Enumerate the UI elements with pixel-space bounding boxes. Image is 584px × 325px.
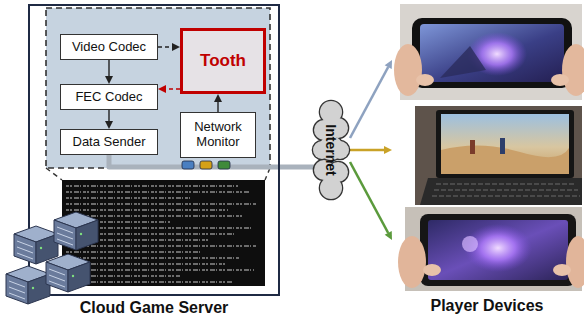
connector (105, 110, 113, 129)
connector-line (350, 162, 388, 233)
process-box: Data Sender (60, 129, 158, 155)
cable-packets (182, 161, 230, 169)
server-panel: Cloud Game ServerVideo CodecFEC CodecDat… (28, 4, 280, 296)
zoom-region (46, 8, 270, 168)
process-box: FEC Codec (60, 84, 158, 110)
process-box: Network Monitor (180, 112, 256, 158)
node-label: Video Codec (72, 40, 146, 55)
device-group: Player Devices (392, 4, 582, 292)
server-stack-icon (6, 212, 98, 304)
connector-line (350, 149, 384, 152)
laptop-photo (415, 106, 582, 205)
process-box: Video Codec (60, 34, 158, 60)
node-label: FEC Codec (75, 90, 142, 105)
connector-line (217, 102, 218, 112)
arrowhead (384, 146, 392, 154)
connector (350, 60, 392, 138)
connector-line (158, 46, 172, 47)
connector-line (108, 60, 109, 76)
highlight-box: Tooth (180, 28, 266, 94)
connector (350, 162, 392, 240)
arrowhead (214, 94, 222, 102)
group-heading: Player Devices (372, 297, 584, 315)
connector-line (166, 88, 180, 90)
connector (158, 43, 180, 51)
arrowhead (385, 231, 392, 240)
cloud-outline (320, 177, 342, 199)
tablet-photo (398, 207, 584, 291)
node-label: Network Monitor (186, 120, 250, 150)
connector (350, 146, 392, 154)
arrowhead (105, 121, 113, 129)
terminal-text-noise (66, 186, 256, 282)
zoom-lines (46, 168, 270, 180)
internet-cloud: Internet (312, 98, 350, 202)
arrowhead (385, 60, 392, 69)
connector-line (350, 67, 388, 138)
arrowhead (105, 76, 113, 84)
arrowhead (158, 85, 166, 93)
node-label: Tooth (200, 51, 246, 71)
connector (105, 60, 113, 84)
arrowhead (172, 43, 180, 51)
phone-photo (394, 4, 584, 100)
node-label: Internet (323, 124, 339, 175)
node-label: Data Sender (73, 135, 146, 150)
terminal-screen (62, 180, 265, 286)
cloud-fill (320, 177, 342, 199)
connector-line (108, 110, 109, 121)
connector (214, 94, 222, 112)
group-heading: Cloud Game Server (10, 299, 298, 317)
connector (158, 85, 180, 93)
